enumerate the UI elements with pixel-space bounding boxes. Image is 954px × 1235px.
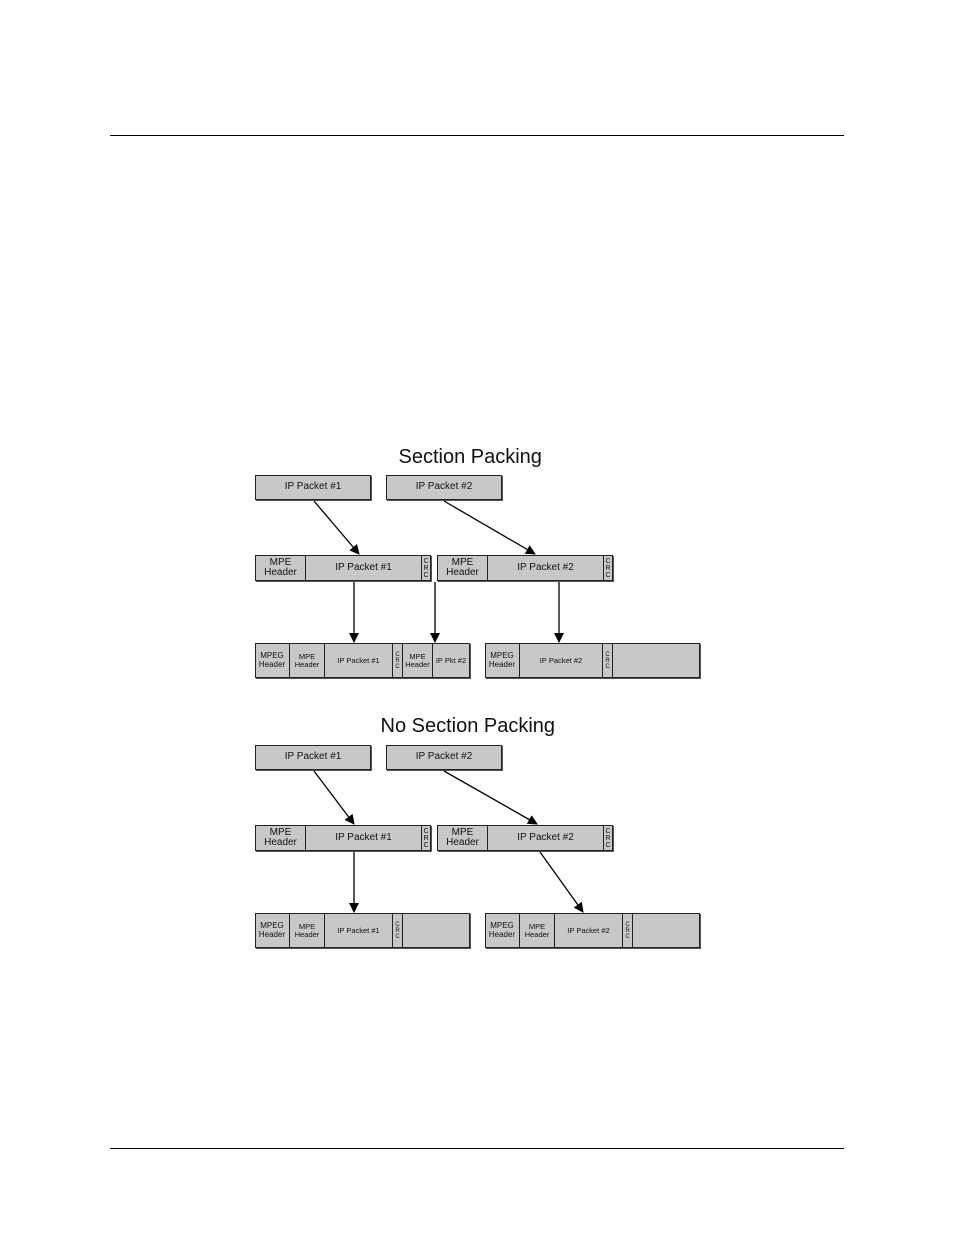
footer-rule bbox=[110, 1148, 844, 1149]
ts-stuffing bbox=[632, 914, 699, 947]
arrow-section2-to-ts2 bbox=[539, 851, 584, 913]
header-rule bbox=[110, 135, 844, 136]
mpeg-header: MPEG Header bbox=[488, 651, 516, 669]
ts-ip-payload: IP Packet #2 bbox=[519, 644, 602, 677]
ts-ip-payload: IP Packet #1 bbox=[324, 644, 392, 677]
ip-packet-payload: IP Packet #2 bbox=[487, 556, 603, 580]
ip-packet-payload: IP Packet #1 bbox=[305, 556, 421, 580]
ip-packet-1: IP Packet #1 bbox=[255, 745, 371, 770]
arrow-ip1-to-section1 bbox=[313, 500, 360, 555]
ip-packet-payload: IP Packet #1 bbox=[305, 826, 421, 850]
ip-packet-label: IP Packet #1 bbox=[284, 481, 342, 493]
ip-packet-label: IP Packet #1 bbox=[284, 751, 342, 763]
ts-next-mpe-header: MPE Header bbox=[402, 644, 432, 677]
mpe-header: MPE Header bbox=[446, 556, 479, 578]
mpe-header: MPE Header bbox=[264, 826, 297, 848]
ts-ip-payload: IP Packet #1 bbox=[324, 914, 392, 947]
mpe-header: MPE Header bbox=[264, 556, 297, 578]
ts-stuffing bbox=[402, 914, 469, 947]
ip-packet-label: IP Packet #2 bbox=[415, 481, 473, 493]
ip-packet-2: IP Packet #2 bbox=[386, 745, 502, 770]
mpeg-header: MPEG Header bbox=[488, 921, 516, 939]
arrow-ip2-to-section2 bbox=[443, 500, 536, 555]
panel-title-section-packing: Section Packing bbox=[398, 446, 542, 468]
ts-ip-payload: IP Packet #2 bbox=[554, 914, 622, 947]
panel-title-no-section-packing: No Section Packing bbox=[380, 715, 556, 737]
ts-mpe-header: MPE Header bbox=[289, 644, 324, 677]
ip-packet-payload: IP Packet #2 bbox=[487, 826, 603, 850]
ip-packet-label: IP Packet #2 bbox=[415, 751, 473, 763]
ip-packet-1: IP Packet #1 bbox=[255, 475, 371, 500]
arrow-ip2-to-section2 bbox=[443, 770, 538, 825]
mpeg-header: MPEG Header bbox=[258, 651, 286, 669]
mpeg-header: MPEG Header bbox=[258, 921, 286, 939]
mpe-header: MPE Header bbox=[446, 826, 479, 848]
ts-mpe-header: MPE Header bbox=[289, 914, 324, 947]
ts-mpe-header: MPE Header bbox=[519, 914, 554, 947]
ip-packet-2: IP Packet #2 bbox=[386, 475, 502, 500]
ts-next-ip-payload: IP Pkt #2 bbox=[432, 644, 469, 677]
arrow-ip1-to-section1 bbox=[313, 770, 355, 825]
ts-stuffing bbox=[612, 644, 699, 677]
